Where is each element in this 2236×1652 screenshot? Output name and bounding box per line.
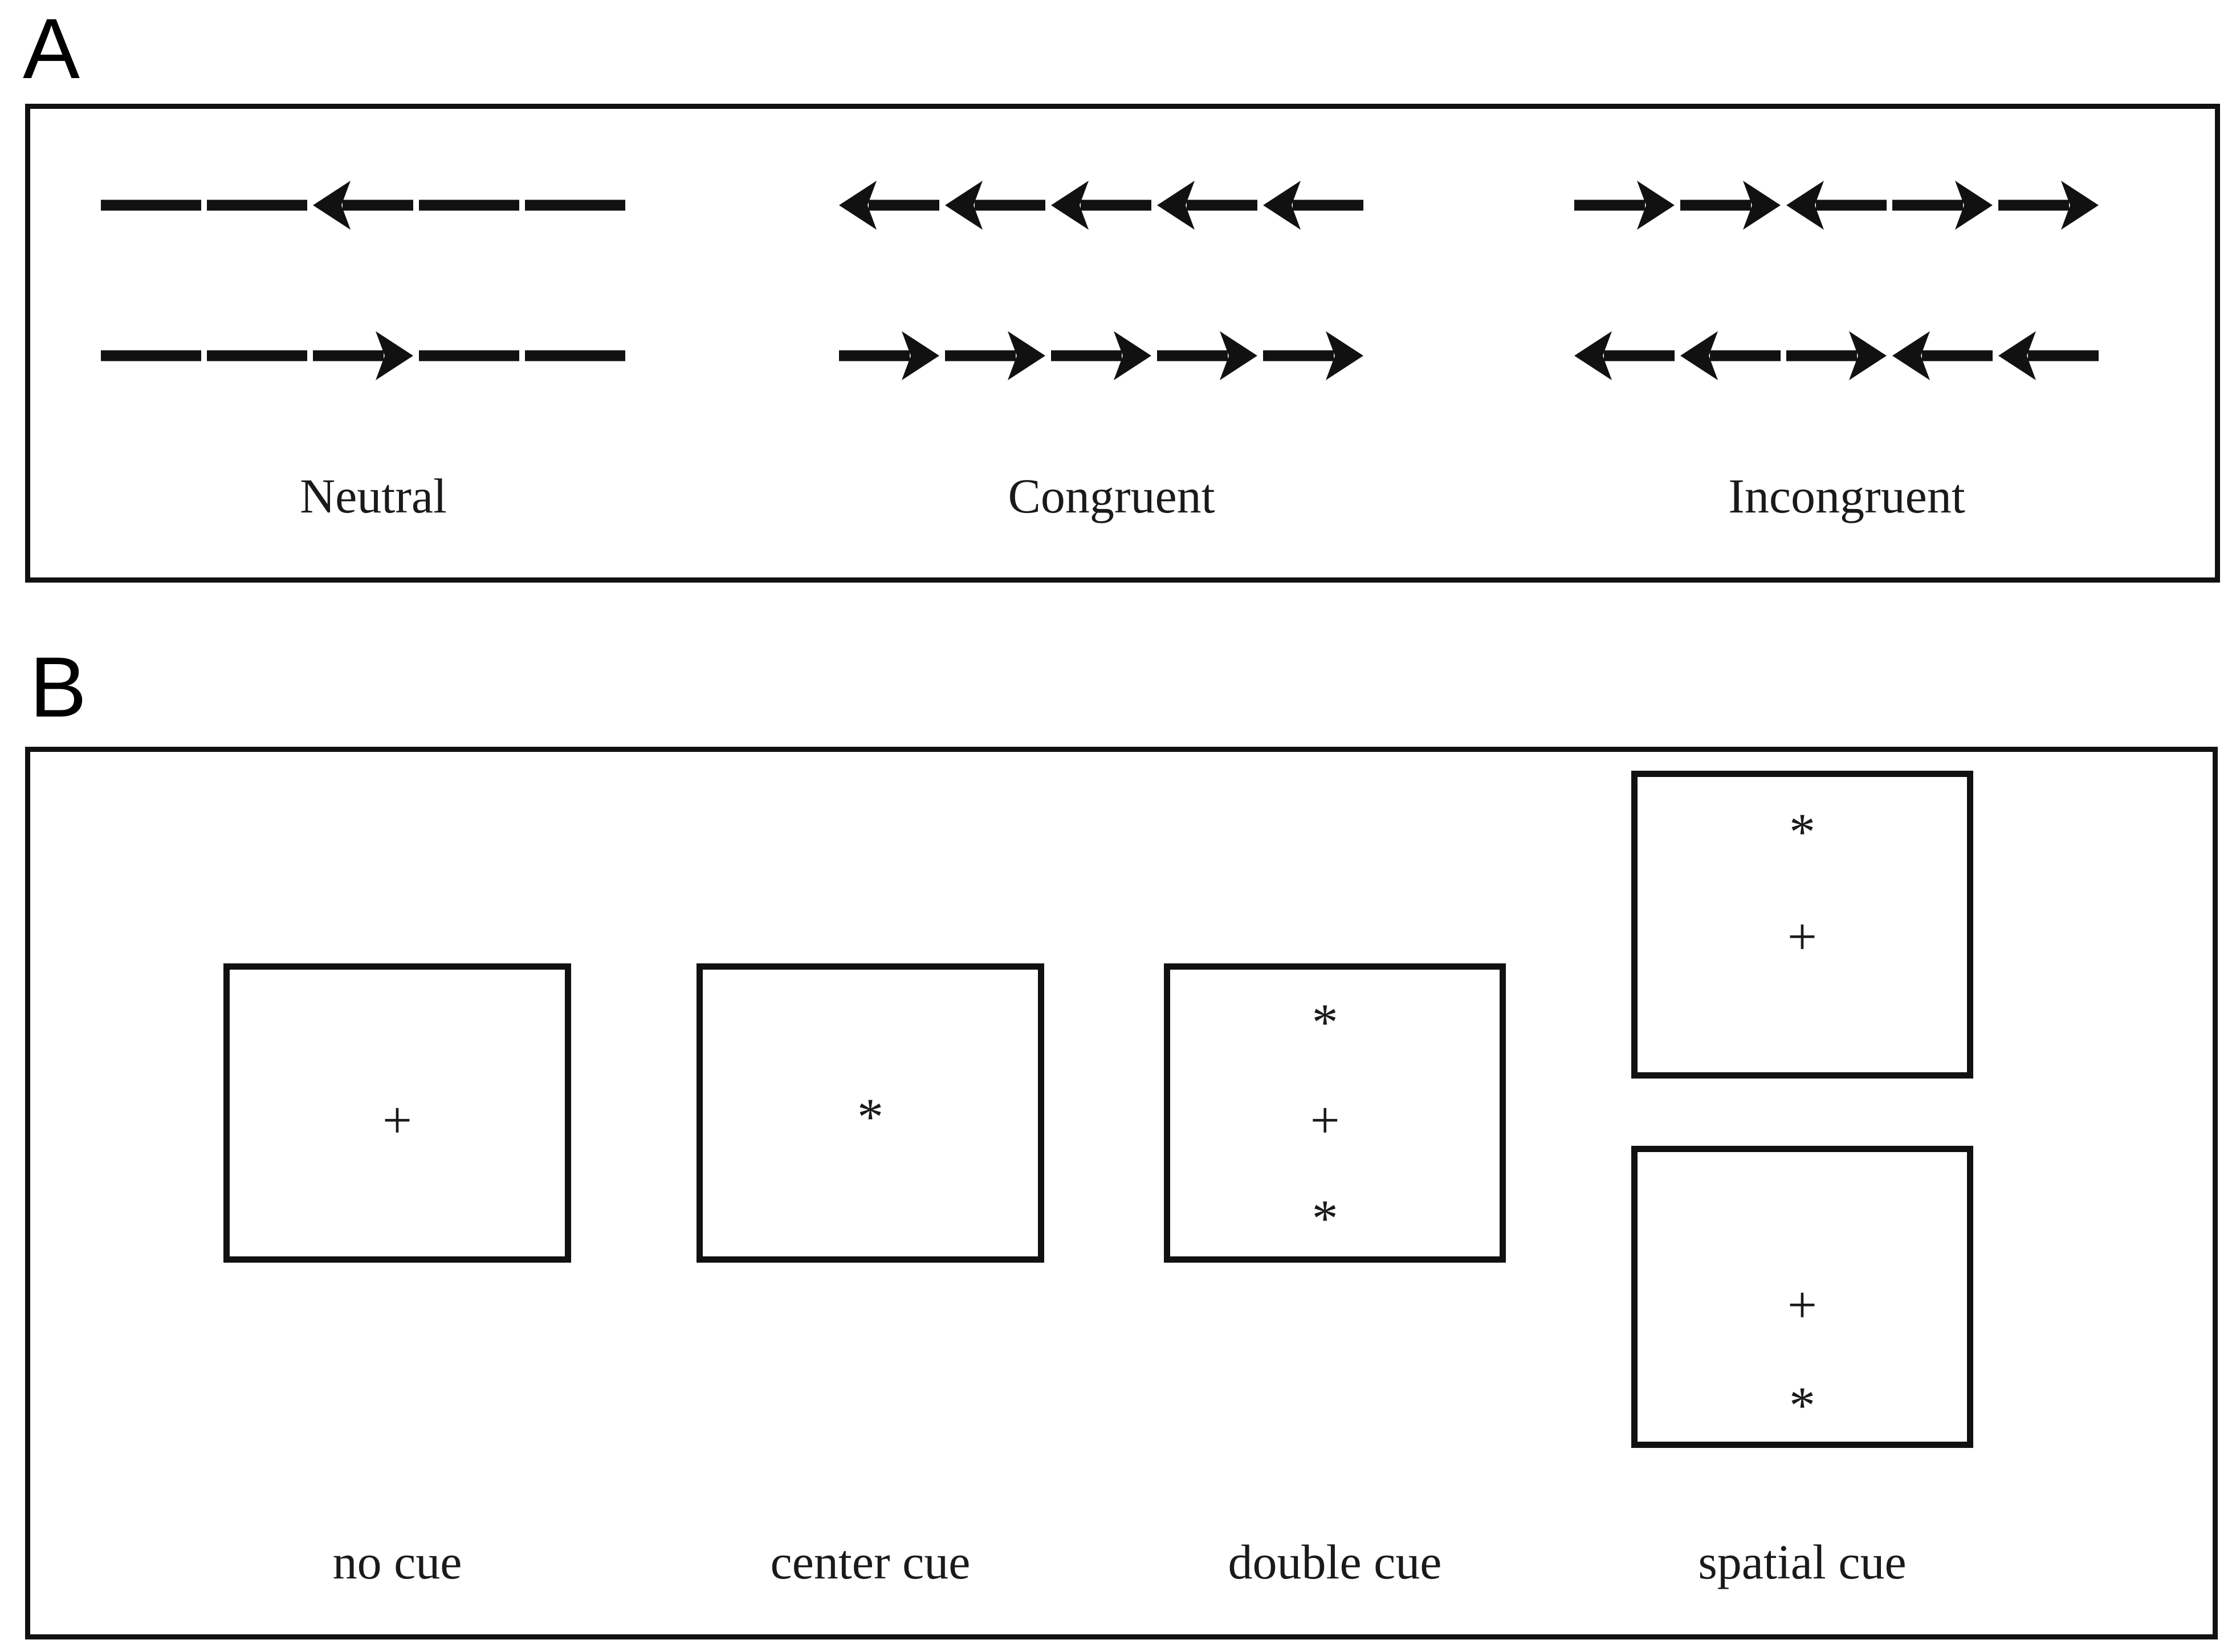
arrow-left-icon <box>1679 322 1785 390</box>
arrow-right-icon <box>1262 322 1368 390</box>
cue-box-double-cue: * + * <box>1164 963 1506 1263</box>
cue-box-spatial-cue-lower: + * <box>1631 1146 1973 1448</box>
flanker-line-segment <box>418 171 524 239</box>
arrow-right-icon <box>1050 322 1156 390</box>
arrow-right-icon <box>312 322 418 390</box>
flanker-group-congruent <box>838 171 1385 390</box>
panel-a-letter: A <box>23 1 80 96</box>
flanker-row <box>100 322 647 390</box>
flanker-line-segment <box>100 322 206 390</box>
flanker-row <box>838 322 1385 390</box>
arrow-left-icon <box>1785 171 1891 239</box>
cue-label-double-cue: double cue <box>1228 1535 1442 1589</box>
arrow-right-icon <box>1785 322 1891 390</box>
arrow-left-icon <box>1891 322 1997 390</box>
arrow-left-icon <box>838 171 944 239</box>
double-cue-asterisk-above-symbol: * <box>1312 993 1338 1051</box>
flanker-group-neutral <box>100 171 647 390</box>
arrow-right-icon <box>1997 171 2103 239</box>
arrow-right-icon <box>838 322 944 390</box>
cue-box-spatial-cue-upper: * + <box>1631 771 1973 1079</box>
cue-label-no-cue: no cue <box>332 1535 462 1589</box>
arrow-left-icon <box>1262 171 1368 239</box>
condition-label-neutral: Neutral <box>300 469 447 523</box>
condition-label-congruent: Congruent <box>1008 469 1215 523</box>
spatial-cue-asterisk-below-symbol: * <box>1789 1376 1815 1434</box>
center-cue-asterisk-symbol: * <box>857 1088 883 1146</box>
fixation-cross-symbol: + <box>1310 1091 1340 1149</box>
fixation-cross-symbol: + <box>1787 1276 1817 1334</box>
arrow-left-icon <box>1573 322 1679 390</box>
flanker-group-incongruent <box>1573 171 2120 390</box>
panel-b-letter: B <box>30 639 87 735</box>
arrow-right-icon <box>1679 171 1785 239</box>
cue-box-center-cue: * <box>697 963 1044 1263</box>
condition-label-incongruent: Incongruent <box>1728 469 1965 523</box>
arrow-right-icon <box>1573 171 1679 239</box>
double-cue-asterisk-below-symbol: * <box>1312 1189 1338 1247</box>
flanker-line-segment <box>206 171 312 239</box>
flanker-line-segment <box>418 322 524 390</box>
arrow-right-icon <box>1891 171 1997 239</box>
cue-label-spatial-cue: spatial cue <box>1698 1535 1907 1589</box>
arrow-left-icon <box>1997 322 2103 390</box>
flanker-row <box>1573 171 2120 239</box>
spatial-cue-asterisk-above-symbol: * <box>1789 803 1815 861</box>
flanker-row <box>838 171 1385 239</box>
cue-label-center-cue: center cue <box>770 1535 971 1589</box>
flanker-line-segment <box>524 171 630 239</box>
flanker-line-segment <box>524 322 630 390</box>
arrow-left-icon <box>312 171 418 239</box>
flanker-row <box>100 171 647 239</box>
arrow-left-icon <box>944 171 1050 239</box>
flanker-line-segment <box>100 171 206 239</box>
arrow-left-icon <box>1156 171 1262 239</box>
fixation-cross-symbol: + <box>382 1091 412 1149</box>
arrow-left-icon <box>1050 171 1156 239</box>
fixation-cross-symbol: + <box>1787 908 1817 966</box>
flanker-line-segment <box>206 322 312 390</box>
cue-box-no-cue: + <box>223 963 571 1263</box>
flanker-row <box>1573 322 2120 390</box>
arrow-right-icon <box>1156 322 1262 390</box>
arrow-right-icon <box>944 322 1050 390</box>
